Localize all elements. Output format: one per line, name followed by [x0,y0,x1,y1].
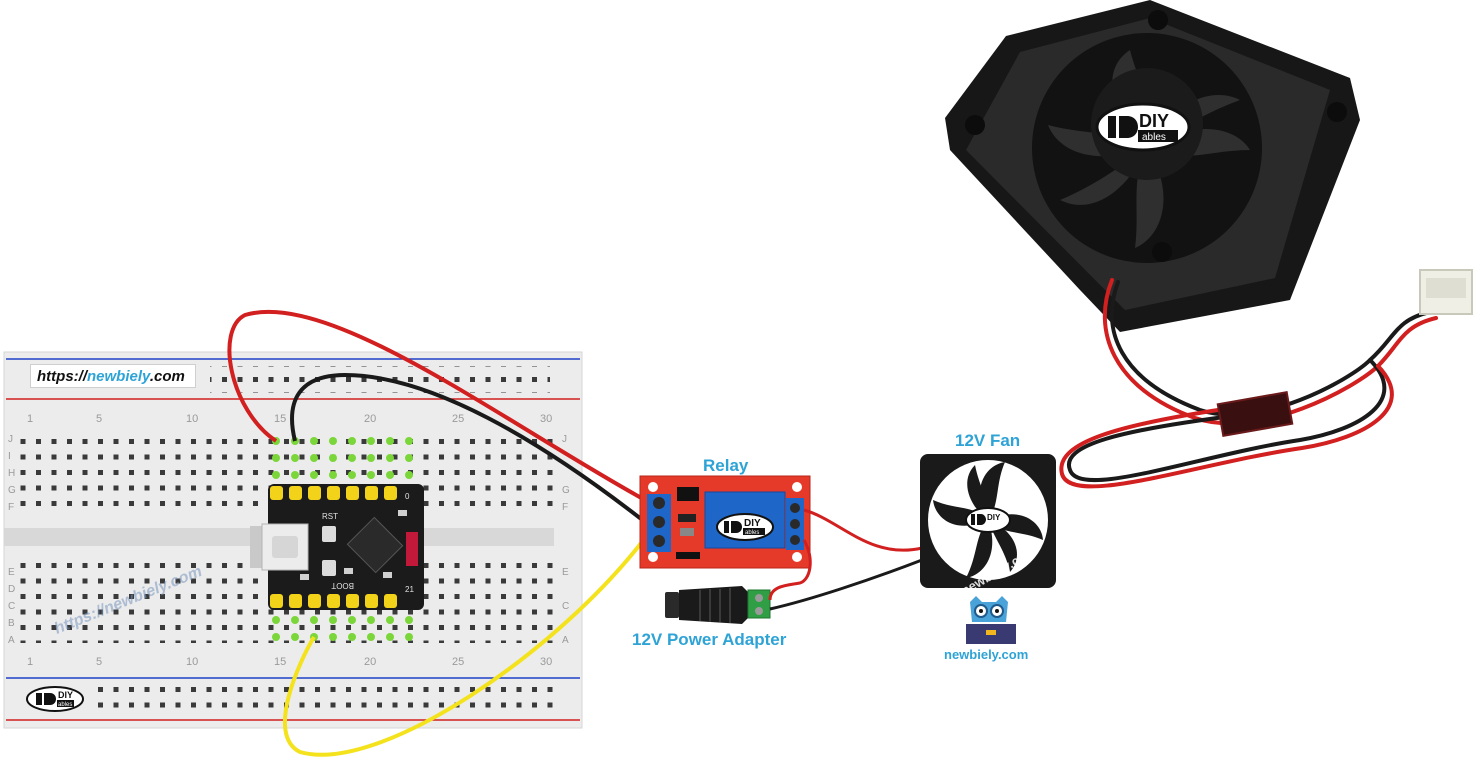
row-letter: D [8,584,15,595]
row-letter: G [562,485,570,496]
row-letter: J [8,434,13,445]
col-number: 20 [364,413,376,425]
col-number: 15 [274,656,286,668]
row-letter: I [8,451,11,462]
fan-label: 12V Fan [955,431,1021,450]
antenna [406,532,418,566]
row-letter: H [8,468,15,479]
breadboard-url-label: https://newbiely.com [30,364,196,388]
wire-red-vcc [227,309,646,502]
row-letter: C [8,601,15,612]
power-adapter-jack [665,586,771,624]
wire-red-fan [803,508,923,552]
logo-sub: ables [58,702,72,708]
url-host: newbiely [87,368,150,385]
relay-module: DIY ables [639,475,811,569]
relay-logo-text: DIY [744,518,761,529]
rst-button [322,526,336,542]
row-letter: E [8,567,15,578]
connected-holes-upper [272,437,413,479]
fan-small-logo-text: DIY [987,513,1001,522]
col-number: 25 [452,656,464,668]
wire-red-adapter [768,539,812,601]
relay-logo-sub: ables [745,530,759,536]
power-adapter-label: 12V Power Adapter [632,630,787,649]
pin-pads-bottom [270,594,397,608]
col-number: 30 [540,656,552,668]
fan-diagram: DIY newbiely.com [920,454,1056,598]
col-number: 20 [364,656,376,668]
silk-boot: BOOT [331,581,354,590]
boot-button [322,560,336,576]
power-rail-bottom-holes [95,685,555,712]
silk-pin-0: 0 [405,492,410,501]
url-suffix: .com [149,368,185,385]
wire-black-adapter [769,558,923,611]
row-letter: F [562,502,568,513]
relay-label: Relay [703,456,749,475]
fan-cable [1059,269,1473,489]
row-letter: C [562,601,569,612]
url-prefix: https:// [37,368,87,385]
col-number: 5 [96,413,102,425]
col-number: 10 [186,656,198,668]
silk-rst: RST [322,512,338,521]
col-number: 30 [540,413,552,425]
fan-big-logo-text: DIY [1139,111,1169,131]
row-letter: E [562,567,569,578]
row-letter: F [8,502,14,513]
logo-text: DIY [58,690,73,700]
wire-yellow-signal [282,536,647,757]
col-number: 5 [96,656,102,668]
row-letter: B [8,618,15,629]
wire-black-gnd [290,372,647,524]
col-number: 10 [186,413,198,425]
row-letter: A [8,635,15,646]
col-number: 15 [274,413,286,425]
fan-big-logo-sub: ables [1142,132,1166,143]
col-number: 25 [452,413,464,425]
col-number: 1 [27,656,33,668]
screw-terminal [747,589,771,619]
newbiely-owl-logo [966,596,1016,644]
row-letter: A [562,635,569,646]
row-letter: J [562,434,567,445]
pin-pads-top [270,486,397,500]
silk-pin-21: 21 [405,585,414,594]
microcontroller-board: RST BOOT 0 21 [250,484,424,610]
row-letter: G [8,485,16,496]
diyables-logo-badge: DIY ables [26,686,84,712]
col-number: 1 [27,413,33,425]
mcu-chip [346,516,404,574]
fan-photo: DIY ables [945,0,1360,332]
newbiely-label: newbiely.com [944,647,1029,662]
